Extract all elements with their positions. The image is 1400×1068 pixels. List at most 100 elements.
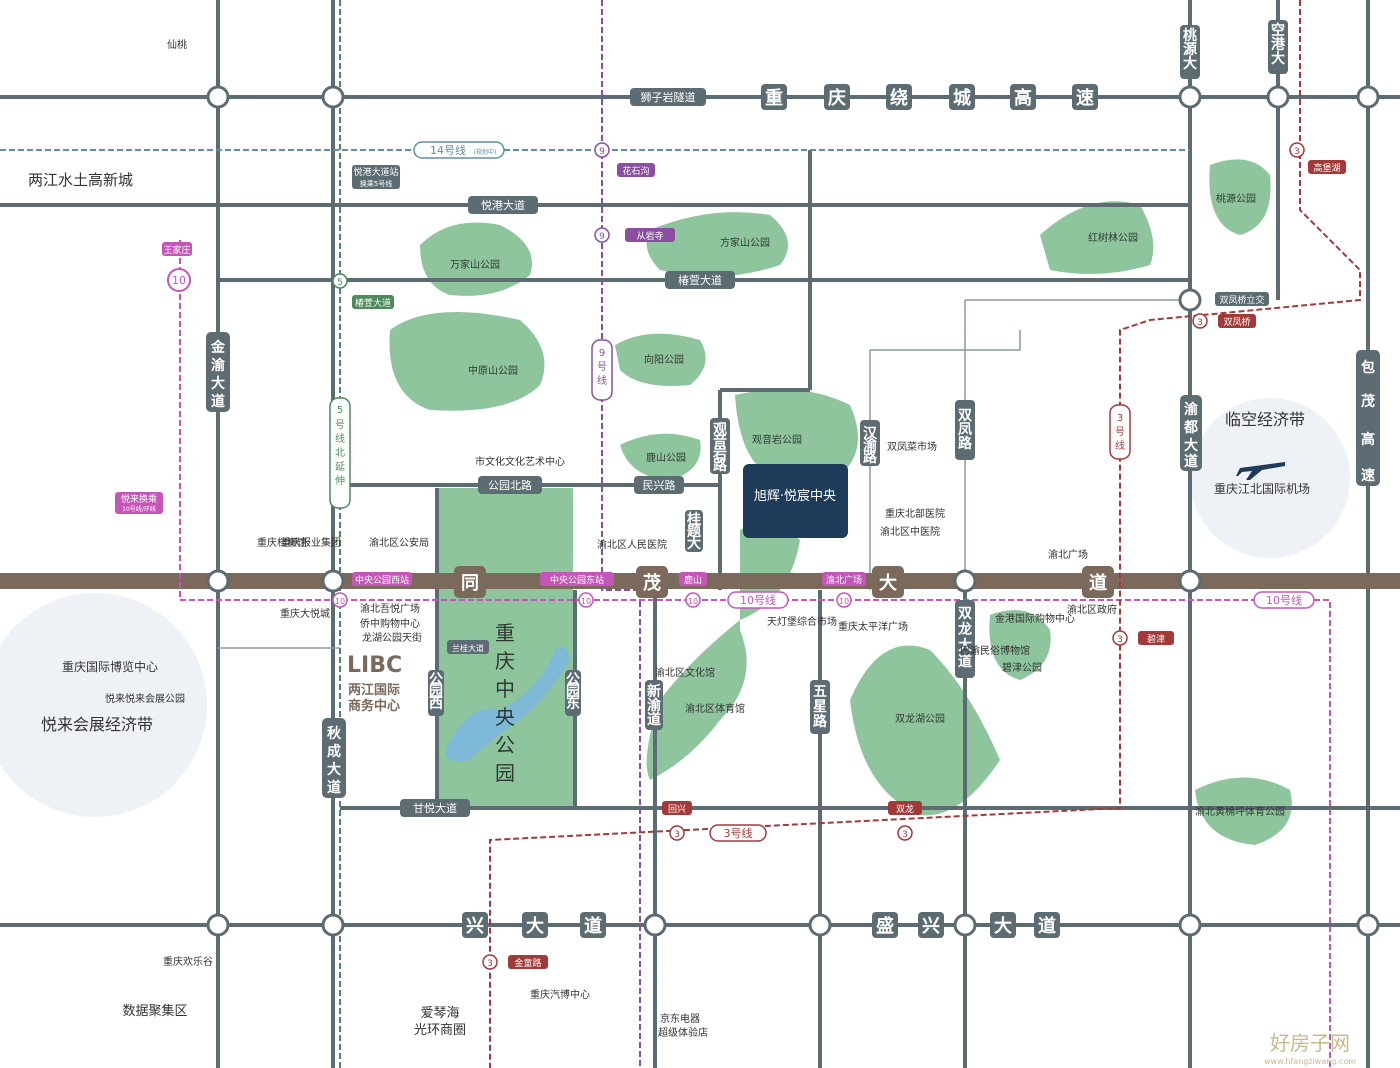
svg-text:好房子网: 好房子网 [1270,1031,1350,1055]
central-park-title: 重 庆 中 央 公 园 [495,621,515,785]
svg-text:重庆欢乐谷: 重庆欢乐谷 [163,955,213,968]
svg-text:5: 5 [337,278,343,288]
project-marker[interactable]: 旭辉·悦宸中央 [743,464,848,538]
svg-text:北: 北 [335,447,345,459]
svg-text:线: 线 [335,432,345,445]
svg-text:渝: 渝 [211,357,226,374]
svg-text:狮子岩隧道: 狮子岩隧道 [641,90,696,104]
park-huangjiaping [1195,777,1292,845]
svg-text:两江水土高新城: 两江水土高新城 [28,171,133,189]
svg-text:音: 音 [713,433,727,450]
svg-text:10号线/环线: 10号线/环线 [122,505,156,513]
svg-text:线: 线 [597,374,607,387]
svg-text:碧津公园: 碧津公园 [1002,662,1042,674]
svg-text:路: 路 [713,457,728,474]
svg-text:路: 路 [958,435,973,452]
svg-text:路: 路 [813,713,828,730]
svg-text:10: 10 [688,597,698,606]
svg-text:换乘5号线: 换乘5号线 [360,179,392,188]
svg-text:渝北黄桷坪体育公园: 渝北黄桷坪体育公园 [1195,805,1285,818]
svg-text:城: 城 [953,87,971,109]
svg-text:3: 3 [1294,147,1300,157]
svg-text:渝北区文化馆: 渝北区文化馆 [655,666,715,679]
svg-text:道: 道 [1038,915,1056,937]
road-pills: 悦港大道 椿萱大道 公园北路 民兴路 甘悦大道 狮子岩隧道 兰桂大道 [400,88,735,817]
svg-text:向阳公园: 向阳公园 [644,353,684,366]
park-lushan [620,433,701,480]
svg-text:观音岩公园: 观音岩公园 [752,433,802,446]
svg-text:港: 港 [1271,36,1286,53]
svg-text:秋: 秋 [327,725,342,742]
svg-text:龙: 龙 [957,621,972,638]
svg-text:五: 五 [813,684,827,700]
svg-text:速: 速 [1361,467,1375,484]
watermark: 好房子网 www.hfangziwang.com [1264,1031,1356,1066]
svg-text:包: 包 [1361,359,1375,376]
svg-text:路: 路 [863,449,878,466]
svg-text:10: 10 [172,274,186,287]
svg-text:成: 成 [327,743,341,760]
svg-text:京东电器: 京东电器 [660,1012,700,1025]
svg-text:高: 高 [1014,87,1032,109]
svg-text:王家庄: 王家庄 [163,244,190,256]
svg-text:方家山公园: 方家山公园 [720,236,770,249]
svg-text:桂: 桂 [686,511,701,528]
svg-text:中央公园西站: 中央公园西站 [355,574,409,586]
svg-text:大: 大 [687,535,701,552]
svg-text:延: 延 [335,461,345,473]
svg-text:岩: 岩 [712,445,727,462]
area-labels: 两江水土高新城 临空经济带 重庆江北国际机场 悦来会展经济带 重庆国际博览中心 … [28,38,1310,1038]
svg-text:光环商圈: 光环商圈 [414,1023,466,1038]
svg-text:红树林公园: 红树林公园 [1088,231,1138,244]
svg-text:重庆江北国际机场: 重庆江北国际机场 [1214,482,1310,496]
svg-text:悦港大道: 悦港大道 [481,198,525,212]
plane-icon [1236,462,1285,480]
central-park-lake [445,646,570,762]
svg-text:西: 西 [429,696,443,712]
svg-text:渝北广场: 渝北广场 [1048,548,1088,561]
svg-text:龙湖公园天街: 龙湖公园天街 [362,631,422,644]
svg-text:道: 道 [1089,572,1107,594]
svg-text:渝: 渝 [863,437,878,454]
svg-text:9: 9 [599,348,605,359]
svg-text:超级体验店: 超级体验店 [658,1026,708,1039]
park-xiangyang [615,333,706,386]
svg-text:数据聚集区: 数据聚集区 [122,1003,187,1019]
svg-text:茂: 茂 [643,572,661,594]
svg-text:兴: 兴 [466,916,484,937]
svg-text:中央公园东站: 中央公园东站 [550,574,604,586]
svg-text:重庆太平洋广场: 重庆太平洋广场 [838,620,908,633]
svg-text:中: 中 [495,677,515,701]
svg-text:万家山公园: 万家山公园 [450,258,500,271]
svg-text:大: 大 [994,915,1012,937]
svg-text:道: 道 [584,915,602,937]
svg-text:渝北广场: 渝北广场 [826,574,862,586]
svg-text:重庆大悦城: 重庆大悦城 [280,607,330,620]
svg-text:央: 央 [495,705,515,729]
svg-text:园: 园 [429,684,443,700]
svg-text:中原山公园: 中原山公园 [468,364,518,377]
svg-text:5: 5 [337,405,343,416]
svg-text:(规划中): (规划中) [474,148,497,156]
svg-text:渝: 渝 [1184,401,1199,418]
svg-text:兴: 兴 [922,916,940,937]
svg-text:线: 线 [1115,439,1125,452]
svg-text:悦来换乘: 悦来换乘 [121,493,157,505]
svg-text:3: 3 [674,830,680,840]
svg-text:3: 3 [1117,635,1123,645]
park-shuanglonghu [850,645,1000,816]
svg-text:www.hfangziwang.com: www.hfangziwang.com [1264,1057,1356,1066]
svg-text:庆: 庆 [495,649,515,673]
svg-text:10: 10 [335,597,345,606]
svg-text:速: 速 [1076,87,1094,109]
svg-text:大: 大 [958,637,972,654]
svg-text:金港国际购物中心: 金港国际购物中心 [995,612,1075,625]
svg-text:号: 号 [1115,426,1125,438]
svg-text:商务中心: 商务中心 [348,698,400,714]
interchanges [206,85,1380,937]
svg-text:大: 大 [526,915,544,937]
svg-text:凤: 凤 [958,422,972,438]
svg-text:渝北区政府: 渝北区政府 [1067,603,1117,616]
svg-text:道: 道 [958,653,972,670]
svg-text:兰桂大道: 兰桂大道 [452,643,484,653]
